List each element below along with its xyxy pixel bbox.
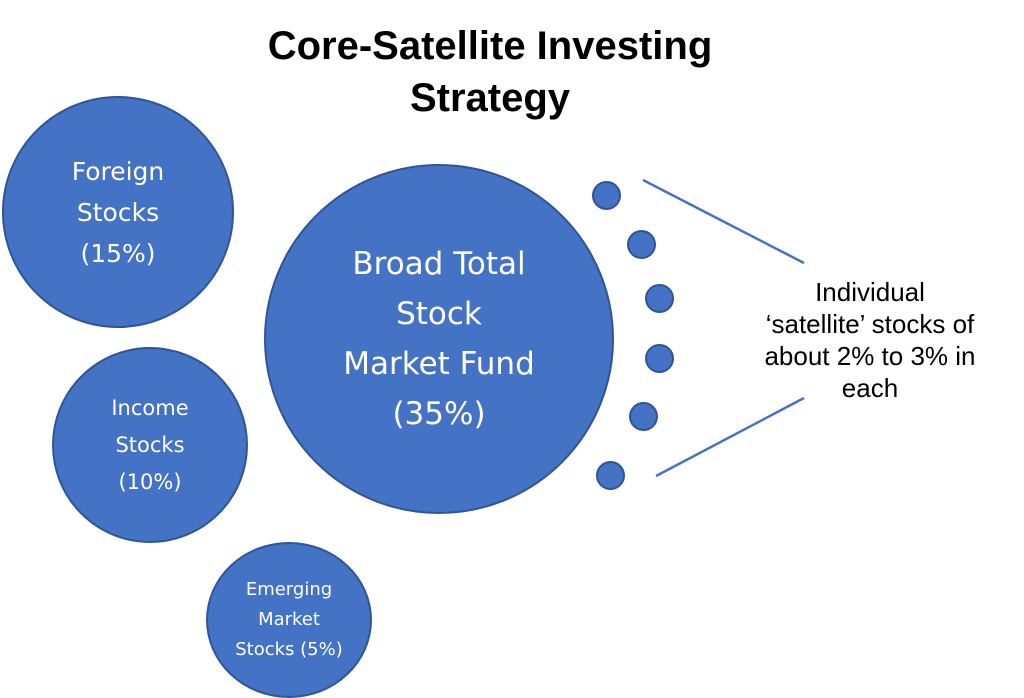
bracket-line-bottom [655, 396, 805, 478]
bracket-line-top [642, 178, 805, 265]
satellite-dot-1 [592, 181, 621, 210]
satellite-dot-4 [645, 344, 674, 373]
foreign-stocks-circle: Foreign Stocks (15%) [2, 96, 234, 328]
satellite-note-line-3: about 2% to 3% in [764, 341, 976, 371]
foreign-stocks-label-line-1: Foreign [71, 156, 165, 186]
income-stocks-circle: Income Stocks (10%) [52, 347, 248, 543]
satellite-dot-5 [629, 402, 658, 431]
broad-market-label-line-1: Broad Total [352, 246, 526, 282]
satellite-note-line-1: Individual [815, 277, 925, 307]
income-stocks-label-line-1: Income [111, 395, 189, 420]
title-line-1: Core-Satellite Investing [267, 24, 713, 68]
broad-market-label-line-3: Market Fund [343, 346, 535, 382]
satellite-note-line-2: ‘satellite’ stocks of [765, 309, 975, 339]
satellite-dot-6 [596, 461, 625, 490]
satellite-note-line-4: each [841, 373, 899, 403]
title-line-2: Strategy [409, 76, 571, 120]
emerging-market-stocks-circle: Emerging Market Stocks (5%) [206, 542, 372, 698]
income-stocks-label-line-2: Stocks [115, 432, 185, 457]
income-stocks-label-line-3: (10%) [118, 469, 182, 494]
emerging-market-label-line-1: Emerging [245, 579, 333, 600]
broad-market-fund-circle: Broad Total Stock Market Fund (35%) [264, 164, 614, 514]
emerging-market-label-line-3: Stocks (5%) [235, 639, 343, 660]
broad-market-label-line-4: (35%) [392, 396, 486, 432]
foreign-stocks-label-line-2: Stocks [76, 197, 160, 227]
diagram-title: Core-Satellite Investing Strategy [0, 20, 980, 124]
broad-market-label-line-2: Stock [396, 296, 482, 332]
satellite-dot-2 [627, 230, 656, 259]
satellite-dot-3 [645, 284, 674, 313]
satellite-stocks-note: Individual ‘satellite’ stocks of about 2… [728, 276, 1012, 404]
emerging-market-label-line-2: Market [258, 609, 320, 630]
foreign-stocks-label-line-3: (15%) [80, 238, 156, 268]
